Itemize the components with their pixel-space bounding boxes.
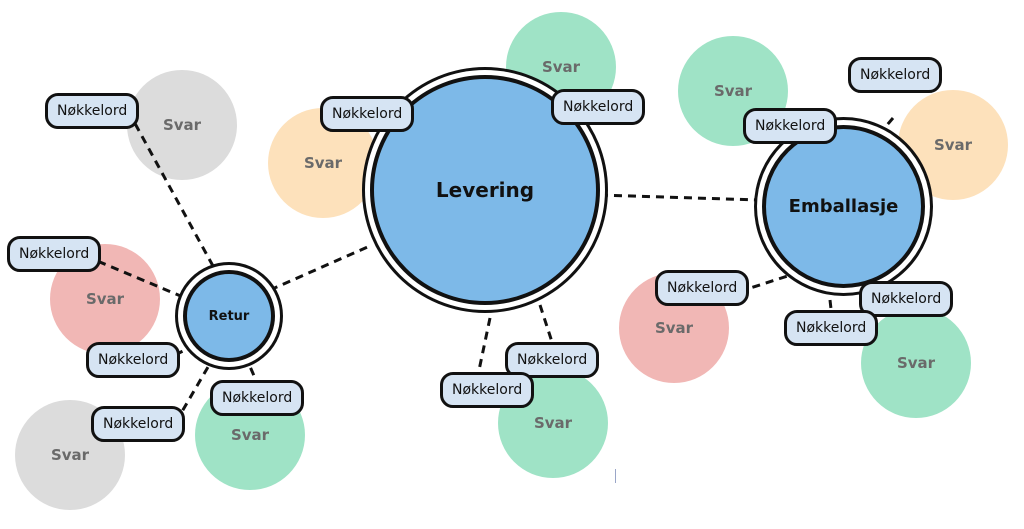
- answer-circle: Svar: [861, 308, 971, 418]
- keyword-pill: Nøkkelord: [440, 372, 535, 408]
- keyword-label: Nøkkelord: [871, 291, 942, 307]
- stray-mark: [615, 469, 616, 483]
- keyword-pill: Nøkkelord: [848, 57, 943, 93]
- keyword-pill: Nøkkelord: [505, 342, 600, 378]
- answer-circle: Svar: [127, 70, 237, 180]
- keyword-label: Nøkkelord: [103, 416, 174, 432]
- keyword-pill: Nøkkelord: [91, 406, 186, 442]
- answer-label: Svar: [533, 414, 573, 432]
- answer-label: Svar: [50, 446, 90, 464]
- hub-retur: Retur: [183, 270, 275, 362]
- keyword-label: Nøkkelord: [563, 99, 634, 115]
- keyword-label: Nøkkelord: [667, 280, 738, 296]
- keyword-pill: Nøkkelord: [86, 342, 181, 378]
- answer-label: Svar: [230, 426, 270, 444]
- answer-label: Svar: [933, 136, 973, 154]
- keyword-label: Nøkkelord: [796, 320, 867, 336]
- keyword-label: Nøkkelord: [332, 106, 403, 122]
- keyword-label: Nøkkelord: [98, 352, 169, 368]
- keyword-pill: Nøkkelord: [7, 236, 102, 272]
- keyword-label: Nøkkelord: [222, 390, 293, 406]
- keyword-pill: Nøkkelord: [655, 270, 750, 306]
- hub-label: Emballasje: [788, 196, 899, 217]
- answer-label: Svar: [303, 154, 343, 172]
- keyword-label: Nøkkelord: [860, 67, 931, 83]
- keyword-pill: Nøkkelord: [45, 93, 140, 129]
- answer-circle: Svar: [498, 368, 608, 478]
- answer-label: Svar: [541, 58, 581, 76]
- keyword-pill: Nøkkelord: [743, 108, 838, 144]
- hub-emballasje: Emballasje: [762, 125, 925, 288]
- keyword-label: Nøkkelord: [517, 352, 588, 368]
- keyword-pill: Nøkkelord: [784, 310, 879, 346]
- keyword-pill: Nøkkelord: [210, 380, 305, 416]
- keyword-pill: Nøkkelord: [859, 281, 954, 317]
- keyword-label: Nøkkelord: [57, 103, 128, 119]
- keyword-label: Nøkkelord: [452, 382, 523, 398]
- hub-label: Levering: [435, 178, 535, 202]
- keyword-pill: Nøkkelord: [320, 96, 415, 132]
- keyword-pill: Nøkkelord: [551, 89, 646, 125]
- answer-label: Svar: [896, 354, 936, 372]
- answer-label: Svar: [162, 116, 202, 134]
- keyword-label: Nøkkelord: [755, 118, 826, 134]
- answer-label: Svar: [654, 319, 694, 337]
- keyword-label: Nøkkelord: [19, 246, 90, 262]
- answer-label: Svar: [85, 290, 125, 308]
- hub-label: Retur: [208, 308, 250, 324]
- answer-label: Svar: [713, 82, 753, 100]
